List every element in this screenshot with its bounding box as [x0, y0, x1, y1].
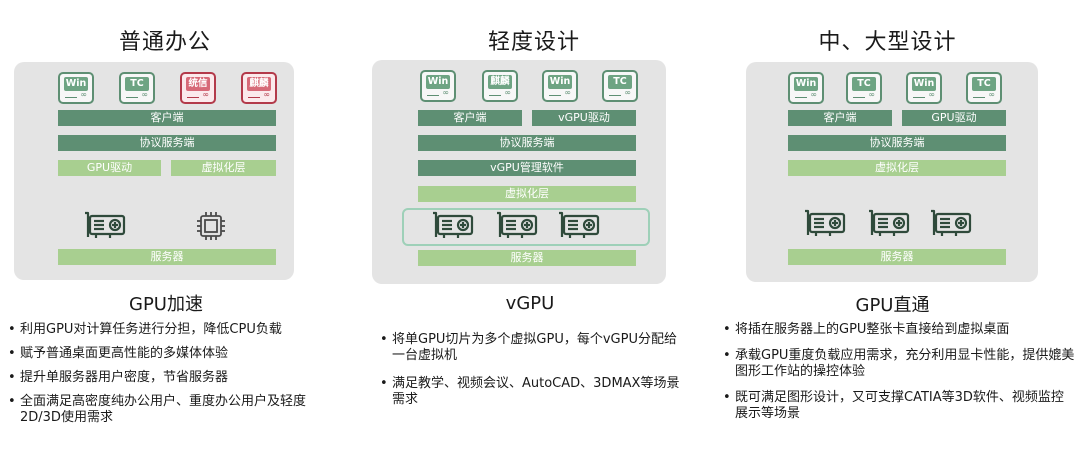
client-label: 麒麟 [488, 75, 512, 89]
client-tc-icon: TC [966, 72, 1002, 104]
vgpu-manager-bar: vGPU管理软件 [418, 160, 636, 176]
column-title: 轻度设计 [487, 30, 580, 55]
architecture-panel: Win TC 统信 麒麟 客户端 协议服务端 GPU驱动 虚拟化层 服务 [14, 62, 294, 280]
virtualization-bar: 虚拟化层 [788, 160, 1006, 176]
gpu-card-icon [85, 211, 126, 238]
gpu-card-icon [869, 209, 910, 236]
client-win-icon: Win [542, 70, 578, 102]
protocol-server-bar: 协议服务端 [58, 135, 276, 151]
column-gpu-passthrough: 中、大型设计 Win TC Win TC 客户端 GPU驱动 协议服务端 虚拟化… [715, 0, 1080, 451]
protocol-server-bar: 协议服务端 [788, 135, 1006, 151]
client-tc-icon: TC [602, 70, 638, 102]
column-subtitle: vGPU [505, 293, 555, 314]
client-tongxin-icon: 统信 [180, 72, 216, 104]
column-gpu-acceleration: 普通办公 Win TC 统信 麒麟 客户端 协议服务端 GPU驱动 虚拟化层 [0, 0, 350, 451]
client-label: Win [912, 77, 936, 91]
bullet-item: 既可满足图形设计，又可支撑CATIA等3D软件、视频监控展示等场景 [723, 390, 1075, 422]
client-label: 统信 [186, 77, 210, 91]
client-label: Win [64, 77, 88, 91]
virtualization-bar: 虚拟化层 [418, 186, 636, 202]
architecture-panel: Win TC Win TC 客户端 GPU驱动 协议服务端 虚拟化层 [746, 62, 1038, 282]
client-label: TC [125, 77, 149, 91]
server-bar: 服务器 [58, 249, 276, 265]
client-label: Win [426, 75, 450, 89]
gpu-card-icon [497, 211, 538, 238]
bullet-item: 赋予普通桌面更高性能的多媒体体验 [8, 346, 338, 362]
server-bar: 服务器 [788, 249, 1006, 265]
column-title: 普通办公 [118, 30, 211, 55]
client-label: Win [548, 75, 572, 89]
virtualization-bar: 虚拟化层 [171, 160, 276, 176]
column-subtitle: GPU加速 [129, 294, 203, 315]
client-win-icon: Win [58, 72, 94, 104]
client-bar: 客户端 [788, 110, 892, 126]
client-win-icon: Win [420, 70, 456, 102]
gpu-card-icon [559, 211, 600, 238]
column-subtitle: GPU直通 [855, 295, 930, 316]
bullet-item: 利用GPU对计算任务进行分担，降低CPU负载 [8, 322, 338, 338]
client-kylin-icon: 麒麟 [482, 70, 518, 102]
bullet-item: 将插在服务器上的GPU整张卡直接给到虚拟桌面 [723, 322, 1075, 338]
client-label: TC [852, 77, 876, 91]
bullet-item: 提升单服务器用户密度，节省服务器 [8, 370, 338, 386]
client-bar: 客户端 [418, 110, 522, 126]
bullet-item: 满足教学、视频会议、AutoCAD、3DMAX等场景需求 [380, 376, 680, 408]
cpu-chip-icon [197, 212, 225, 240]
protocol-server-bar: 协议服务端 [418, 135, 636, 151]
client-win-icon: Win [788, 72, 824, 104]
gpu-card-icon [805, 209, 846, 236]
server-bar: 服务器 [418, 250, 636, 266]
architecture-panel: Win 麒麟 Win TC 客户端 vGPU驱动 协议服务端 vGPU管理软件 … [372, 60, 666, 284]
client-label: TC [972, 77, 996, 91]
column-vgpu: 轻度设计 Win 麒麟 Win TC 客户端 vGPU驱动 协议服务端 vGPU… [360, 0, 710, 451]
client-tc-icon: TC [119, 72, 155, 104]
gpu-driver-bar: GPU驱动 [58, 160, 161, 176]
client-kylin-icon: 麒麟 [241, 72, 277, 104]
bullet-list: 利用GPU对计算任务进行分担，降低CPU负载 赋予普通桌面更高性能的多媒体体验 … [8, 322, 338, 434]
gpu-card-icon [931, 209, 972, 236]
gpu-driver-bar: GPU驱动 [902, 110, 1006, 126]
client-tc-icon: TC [846, 72, 882, 104]
bullet-list: 将插在服务器上的GPU整张卡直接给到虚拟桌面 承载GPU重度负载应用需求，充分利… [723, 322, 1075, 430]
client-label: 麒麟 [247, 77, 271, 91]
gpu-card-icon [433, 211, 474, 238]
client-win-icon: Win [906, 72, 942, 104]
vgpu-driver-bar: vGPU驱动 [532, 110, 636, 126]
gpu-group-outline [402, 208, 650, 246]
column-title: 中、大型设计 [818, 30, 957, 55]
bullet-item: 承载GPU重度负载应用需求，充分利用显卡性能，提供媲美图形工作站的操控体验 [723, 348, 1075, 380]
client-label: TC [608, 75, 632, 89]
client-bar: 客户端 [58, 110, 276, 126]
bullet-item: 全面满足高密度纯办公用户、重度办公用户及轻度2D/3D使用需求 [8, 394, 338, 426]
bullet-item: 将单GPU切片为多个虚拟GPU，每个vGPU分配给一台虚拟机 [380, 332, 680, 364]
bullet-list: 将单GPU切片为多个虚拟GPU，每个vGPU分配给一台虚拟机 满足教学、视频会议… [380, 332, 680, 416]
client-label: Win [794, 77, 818, 91]
